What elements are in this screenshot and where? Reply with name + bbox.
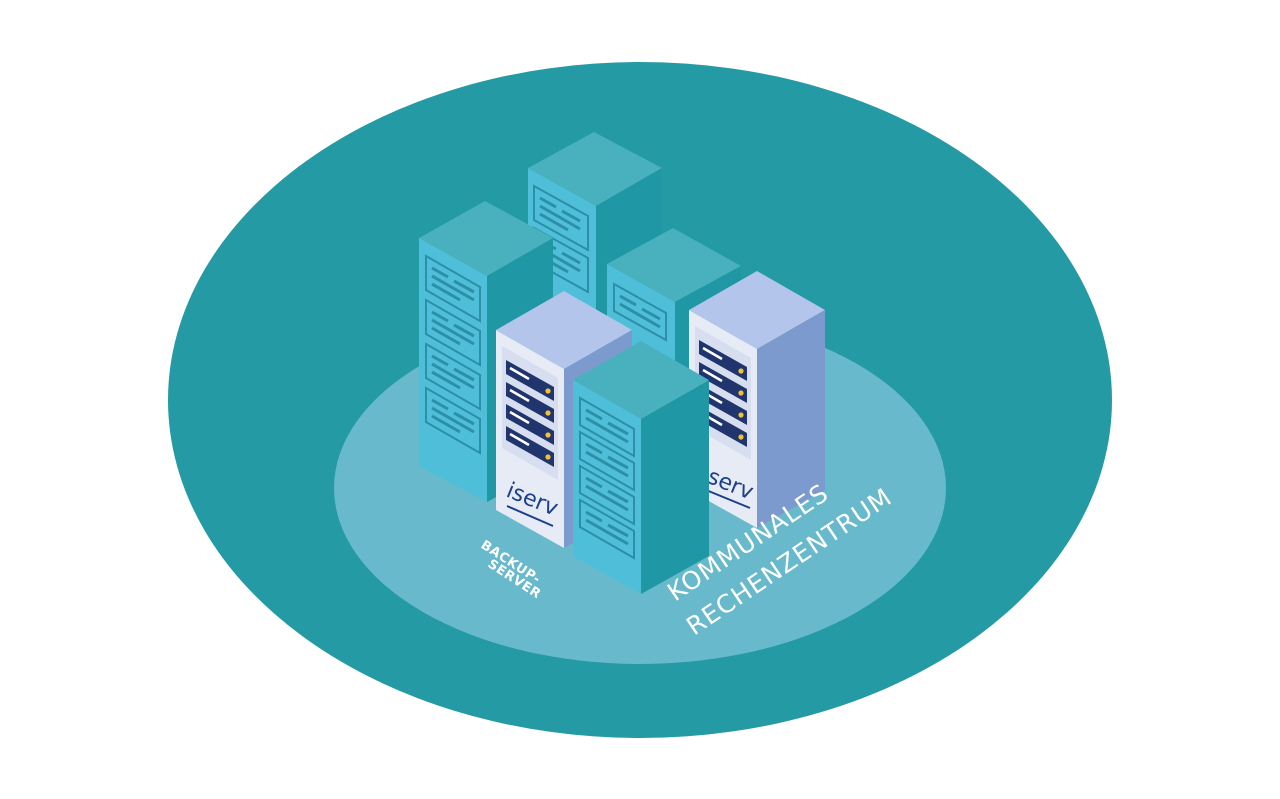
server-rack-front-center [573,341,709,594]
iserv-server-rack-right: serv [689,271,825,528]
